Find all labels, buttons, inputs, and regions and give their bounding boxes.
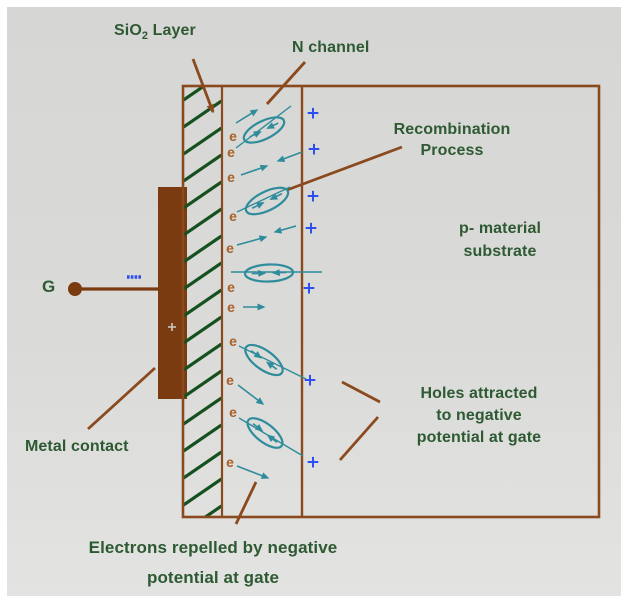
p-substrate-label-line1: p- material [458,220,542,237]
substrate-outline [181,84,601,519]
n-channel-pointer-line [265,61,307,105]
electron-marker: e [226,372,234,388]
electron-motion-arrow [240,164,269,176]
gate-terminal-dot [68,282,82,296]
electron-motion-arrow [276,151,303,162]
electron-motion-arrow [273,225,297,234]
recombination-ellipse [243,263,295,283]
electron-marker: e [227,169,235,185]
electron-motion-arrow [236,465,270,479]
diagram-canvas [7,7,621,596]
holes-attracted-label-line1: Holes attracted [420,385,538,402]
sio2-hatch [184,87,221,516]
electron-marker: e [229,333,237,349]
holes-attracted-label-line2: to negative [436,407,522,424]
electron-marker: e [229,208,237,224]
metal-contact-label: Metal contact [25,438,129,455]
holes-pointer-line-lower [338,416,380,461]
recombination-ellipse [244,186,290,216]
recombination-label-line1: Recombination [393,121,511,138]
electron-marker: e [227,299,235,315]
electron-motion-arrow [237,384,265,405]
electrons-repelled-pointer-line [234,481,258,525]
electrons-repelled-label: Electrons repelled by negative potential… [89,533,338,593]
electron-marker: e [227,279,235,295]
electrons-repelled-label-line2: potential at gate [146,568,280,587]
hole-marker: + [303,218,319,239]
electron-motion-arrow [236,235,268,246]
hole-marker: + [306,139,322,160]
electron-marker: e [229,128,237,144]
electron-marker: e [227,144,235,160]
gate-terminal-label: G [42,277,56,296]
hole-marker: + [302,370,318,391]
recombination-ellipse [244,343,284,377]
hole-marker: + [301,278,317,299]
n-channel-label: N channel [292,39,370,56]
hole-marker: + [305,186,321,207]
holes-attracted-label: Holes attracted to negative potential at… [417,383,541,449]
p-substrate-label-line2: substrate [463,243,537,260]
electron-marker: e [226,454,234,470]
metal-contact-pointer-line [87,366,156,431]
recombination-label: Recombination Process [394,119,511,161]
recombination-pointer-line [286,145,403,192]
sio2-layer-label: SiO2 Layer [114,22,196,42]
recombination-label-line2: Process [420,142,484,159]
holes-attracted-label-line3: potential at gate [416,429,542,446]
holes-pointer-line-upper [341,380,381,404]
p-substrate-label: p- material substrate [459,217,541,263]
sio2-label-rest: Layer [148,22,196,39]
hole-marker: + [305,452,321,473]
sio2-subscript: 2 [141,30,149,43]
sio2-label-text: SiO [114,22,142,39]
recombination-ellipse [242,116,286,144]
electron-motion-arrow [235,109,259,124]
sio2-pointer-arrow [191,58,215,114]
electrons-repelled-label-line1: Electrons repelled by negative [88,538,338,557]
recombination-ellipse [246,417,284,449]
hole-marker: + [305,103,321,124]
electron-marker: e [229,404,237,420]
electron-marker: e [226,240,234,256]
